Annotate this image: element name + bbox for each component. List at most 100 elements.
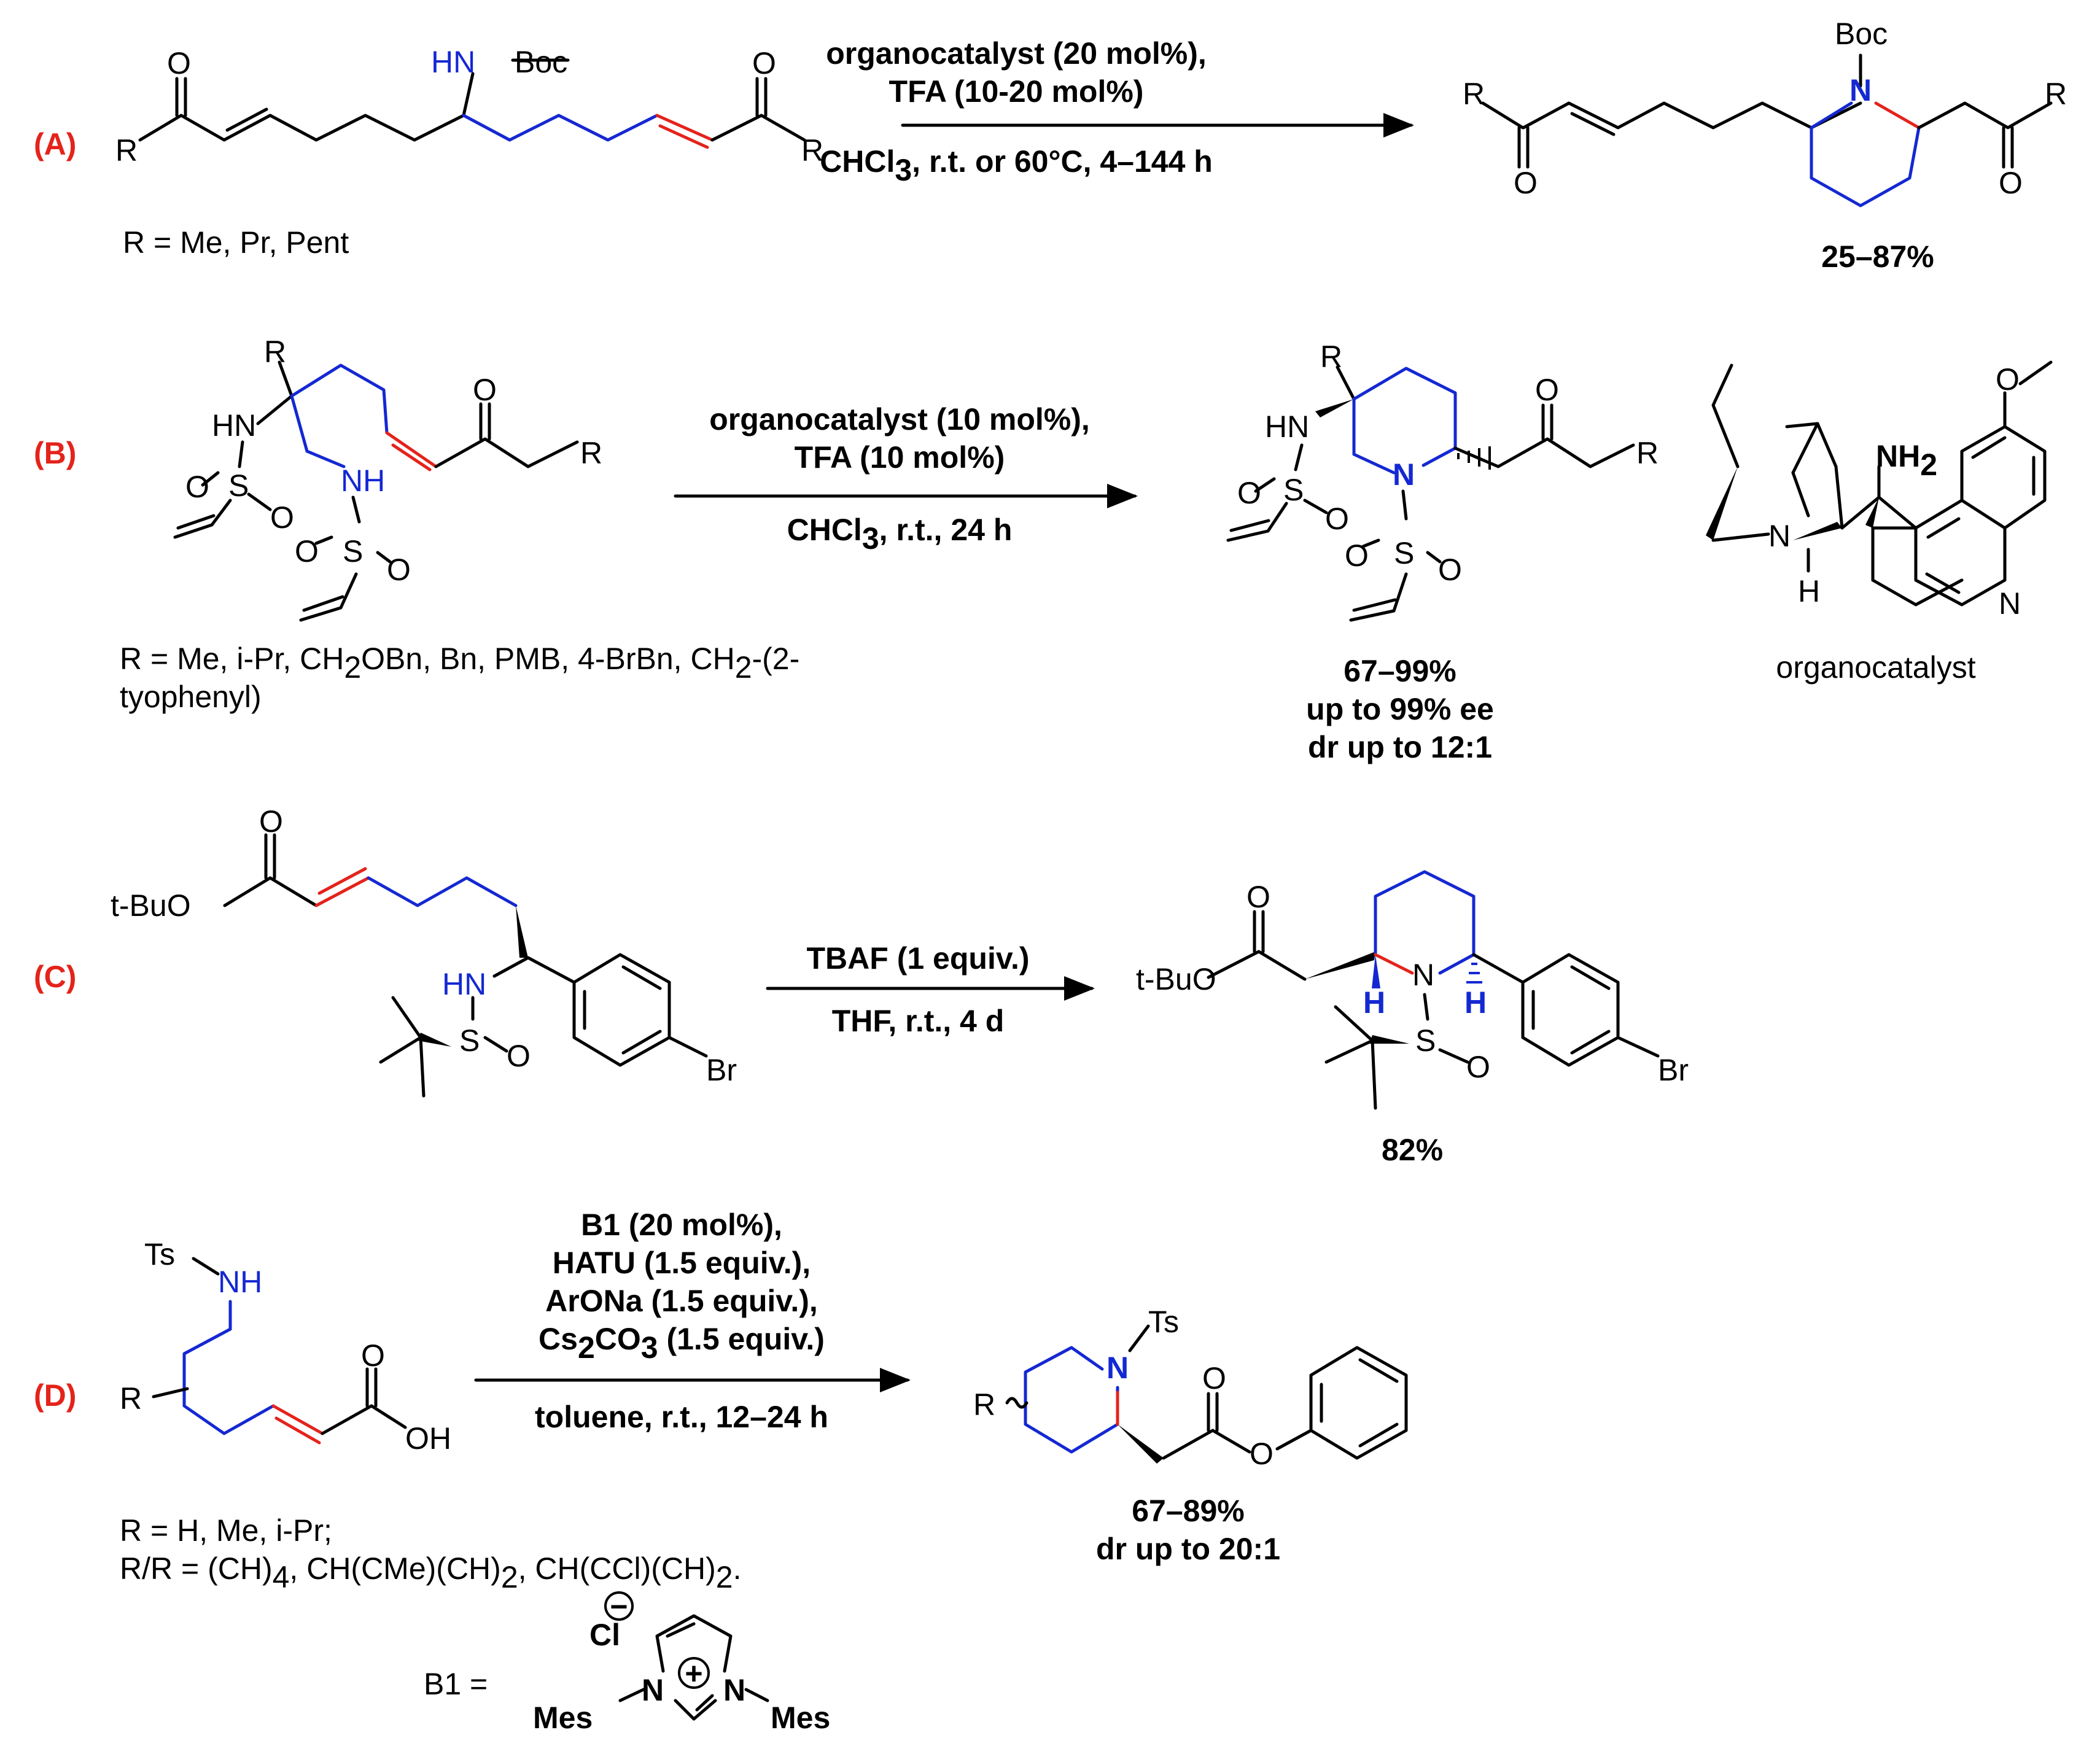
atom-mes: Mes bbox=[533, 1701, 593, 1735]
positive-charge: + bbox=[685, 1656, 702, 1691]
atom-o: O bbox=[167, 46, 191, 80]
atom-hn: HN bbox=[212, 408, 256, 443]
panel-d-reactant: Ts NH R O OH bbox=[120, 1237, 451, 1456]
atom-o: O bbox=[1246, 880, 1270, 914]
atom-s: S bbox=[1394, 536, 1414, 570]
atom-o: O bbox=[1237, 476, 1261, 510]
panel-a-label: (A) bbox=[34, 127, 76, 161]
panel-c-reactant: t-BuO O HN S O Br bbox=[111, 804, 737, 1098]
atom-ts: Ts bbox=[144, 1237, 175, 1271]
atom-hn: HN bbox=[431, 45, 475, 79]
atom-h: H bbox=[1363, 985, 1385, 1020]
atom-n: N bbox=[723, 1673, 745, 1707]
panel-b-reactant: R HN S O O NH S O O O R bbox=[173, 335, 602, 622]
atom-ts: Ts bbox=[1148, 1305, 1179, 1339]
panel-b-dr: dr up to 12:1 bbox=[1308, 730, 1492, 764]
atom-o: O bbox=[259, 804, 283, 839]
panel-d-product: N Ts R O O bbox=[973, 1305, 1408, 1471]
atom-o: O bbox=[295, 534, 319, 568]
atom-o: O bbox=[1999, 166, 2023, 200]
atom-o: O bbox=[185, 470, 209, 504]
panel-b-condition-acid: TFA (10 mol%) bbox=[795, 440, 1005, 475]
atom-n: N bbox=[1106, 1351, 1129, 1385]
atom-r: R bbox=[580, 436, 602, 470]
panel-d-condition-catalyst: B1 (20 mol%), bbox=[581, 1208, 782, 1242]
catalyst-amine: NH2 bbox=[1876, 439, 1937, 482]
atom-o: O bbox=[507, 1039, 531, 1073]
atom-o: O bbox=[361, 1338, 385, 1373]
atom-boc: Boc bbox=[515, 45, 567, 79]
atom-o: O bbox=[1325, 502, 1349, 536]
panel-d-yield: 67–89% bbox=[1132, 1494, 1245, 1528]
panel-d-dr: dr up to 20:1 bbox=[1096, 1532, 1280, 1566]
atom-r: R bbox=[120, 1381, 142, 1416]
atom-hn: HN bbox=[442, 967, 486, 1001]
panel-d-condition-hatu: HATU (1.5 equiv.), bbox=[553, 1246, 811, 1280]
panel-a-yield: 25–87% bbox=[1821, 239, 1934, 274]
panel-d-condition-base: Cs2CO3 (1.5 equiv.) bbox=[539, 1322, 825, 1365]
panel-d-rr-definition: R/R = (CH)4, CH(CMe)(CH)2, CH(CCl)(CH)2. bbox=[120, 1551, 742, 1594]
atom-hn: HN bbox=[1265, 409, 1309, 444]
atom-br: Br bbox=[1658, 1053, 1689, 1087]
panel-b-condition-catalyst: organocatalyst (10 mol%), bbox=[709, 402, 1090, 437]
atom-n: N bbox=[1768, 519, 1791, 553]
panel-a-condition-solvent: CHCl3, r.t. or 60°C, 4–144 h bbox=[820, 144, 1213, 187]
panel-b-ee: up to 99% ee bbox=[1306, 692, 1494, 726]
panel-b: (B) R HN S O O NH bbox=[34, 335, 2053, 764]
atom-h: H bbox=[1798, 574, 1820, 608]
atom-r: R bbox=[1320, 340, 1342, 374]
atom-o: O bbox=[270, 500, 294, 535]
panel-b-r-definition-line2: tyophenyl) bbox=[120, 680, 262, 714]
atom-s: S bbox=[343, 534, 363, 568]
b1-catalyst-structure: + − Cl N N Mes Mes bbox=[533, 1589, 830, 1735]
organocatalyst-structure: N H NH2 O N bbox=[1706, 360, 2053, 621]
atom-s: S bbox=[1415, 1023, 1436, 1058]
atom-o: O bbox=[1345, 538, 1369, 573]
atom-s: S bbox=[459, 1023, 480, 1058]
atom-o: O bbox=[387, 553, 411, 587]
panel-d-condition-solvent: toluene, r.t., 12–24 h bbox=[535, 1400, 828, 1434]
atom-r: R bbox=[1636, 436, 1659, 470]
atom-oh: OH bbox=[405, 1421, 451, 1456]
atom-r: R bbox=[1463, 77, 1485, 111]
atom-tbuo: t-BuO bbox=[1136, 962, 1216, 996]
atom-o: O bbox=[1996, 362, 2020, 397]
atom-mes: Mes bbox=[771, 1701, 830, 1735]
atom-s: S bbox=[228, 468, 249, 503]
atom-r: R bbox=[115, 133, 138, 168]
atom-r: R bbox=[973, 1387, 995, 1422]
panel-a-product: R O Boc N O R bbox=[1463, 17, 2067, 208]
atom-nh: NH bbox=[341, 464, 385, 498]
panel-a-reactant: O R HN Boc O R bbox=[115, 45, 823, 168]
panel-b-r-definition: R = Me, i-Pr, CH2OBn, Bn, PMB, 4-BrBn, C… bbox=[120, 642, 799, 685]
atom-o: O bbox=[1466, 1050, 1490, 1084]
panel-b-product: R HN S O O N S O O O R bbox=[1226, 340, 1659, 622]
r-values: = Me, Pr, Pent bbox=[145, 225, 349, 260]
panel-c-product: t-BuO O N H H S O Br bbox=[1136, 870, 1689, 1110]
panel-c-yield: 82% bbox=[1382, 1133, 1443, 1167]
atom-br: Br bbox=[706, 1053, 737, 1087]
panel-c: (C) t-BuO O HN S bbox=[34, 804, 1689, 1167]
atom-r: R bbox=[801, 133, 823, 168]
atom-r: R bbox=[2045, 77, 2067, 111]
atom-o: O bbox=[1250, 1437, 1274, 1471]
panel-c-condition-solvent: THF, r.t., 4 d bbox=[832, 1004, 1005, 1038]
panel-d-label: (D) bbox=[34, 1378, 76, 1413]
panel-a: (A) O R HN Boc O R R = bbox=[34, 17, 2067, 274]
r-symbol: R bbox=[123, 225, 145, 260]
atom-o: O bbox=[473, 373, 497, 407]
atom-n: N bbox=[1412, 958, 1434, 992]
panel-d: (D) Ts NH R O OH R = H, Me, i-Pr; R/R = … bbox=[34, 1208, 1408, 1735]
atom-o: O bbox=[1514, 166, 1538, 200]
atom-r: R bbox=[264, 335, 286, 369]
panel-b-yield: 67–99% bbox=[1344, 654, 1456, 688]
atom-n: N bbox=[1999, 586, 2021, 621]
atom-boc: Boc bbox=[1835, 17, 1888, 51]
atom-tbuo: t-BuO bbox=[111, 888, 191, 923]
negative-charge: − bbox=[610, 1589, 628, 1624]
atom-o: O bbox=[1535, 373, 1559, 407]
b1-label: B1 = bbox=[424, 1667, 488, 1701]
atom-cl: Cl bbox=[589, 1618, 620, 1652]
panel-d-r-definition: R = H, Me, i-Pr; bbox=[120, 1513, 332, 1548]
atom-o: O bbox=[752, 46, 776, 80]
